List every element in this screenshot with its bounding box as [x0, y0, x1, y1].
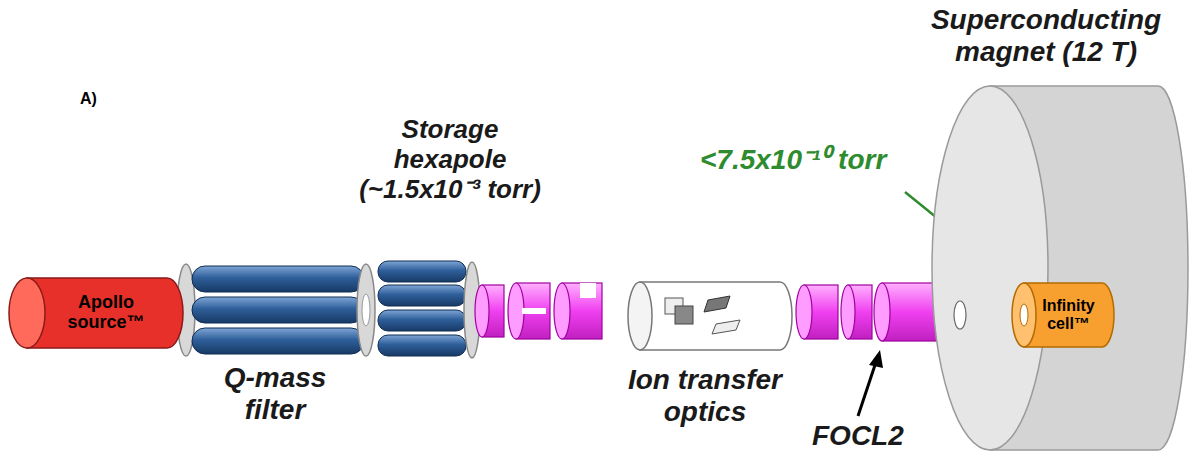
quadrupole-rods	[177, 264, 375, 356]
label-text: Apollo source™	[47, 293, 165, 333]
hexapole-rods	[378, 261, 480, 358]
node-label: Apollo source™	[47, 275, 165, 351]
part-name: Q-mass filter	[195, 362, 355, 426]
part-name: FOCL2	[812, 420, 904, 452]
lens-stack	[796, 283, 938, 341]
label-text: Superconducting magnet (12 T)	[931, 4, 1161, 67]
label-text: Infinity cell™	[1036, 297, 1101, 332]
detector-plate	[1118, 305, 1152, 325]
icr-cell: Infinity cell™	[1010, 280, 1115, 350]
node-label: Infinity cell™	[1036, 280, 1101, 350]
node-label: Superconducting magnet (12 T)	[898, 4, 1194, 68]
transfer-tube	[628, 282, 792, 350]
leader-line	[905, 192, 1026, 290]
panel-letter: A)	[80, 90, 97, 108]
ion-source: Apollo source™	[5, 275, 185, 351]
node-outline	[930, 84, 1192, 452]
part-name: Ion transfer optics	[605, 364, 805, 428]
pressure-note: <7.5x10⁻¹⁰ torr	[700, 144, 886, 176]
part-name: Storage hexapole (~1.5x10⁻³ torr)	[350, 115, 550, 205]
lens-stack	[475, 283, 602, 339]
magnet-cylinder: Superconducting magnet (12 T)Infinity ce…	[930, 84, 1192, 452]
pointer-arrow	[858, 350, 883, 416]
